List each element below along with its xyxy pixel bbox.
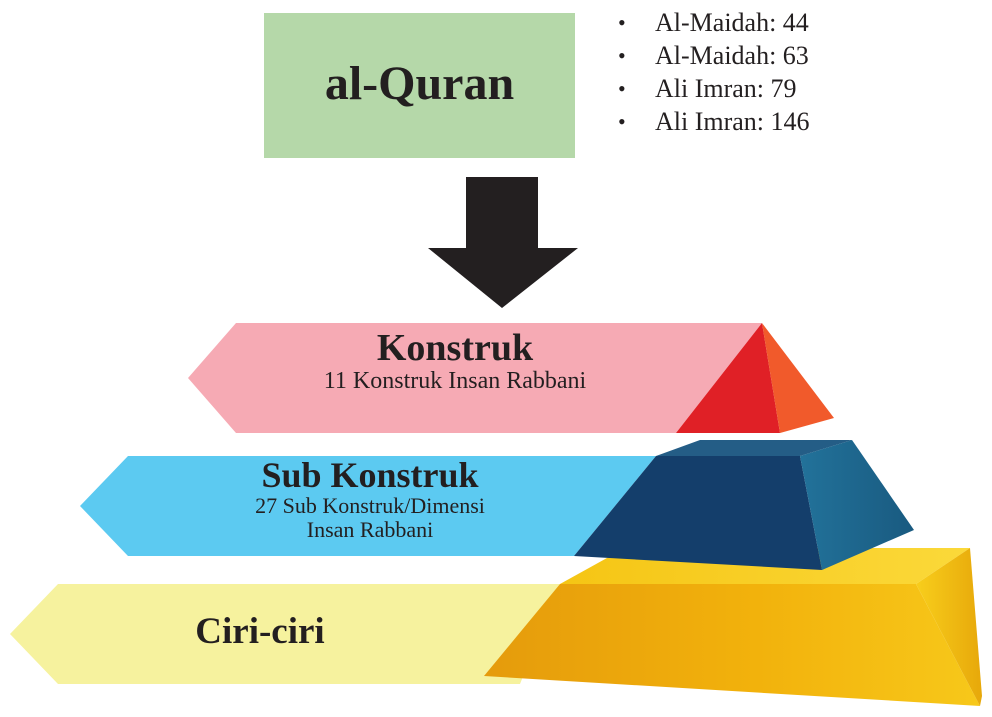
reference-item: • Al-Maidah: 44 xyxy=(610,6,810,39)
level1-pyramid-front xyxy=(676,323,780,433)
reference-item: • Al-Maidah: 63 xyxy=(610,39,810,72)
bullet-icon: • xyxy=(618,43,626,68)
level2-label: Sub Konstruk 27 Sub Konstruk/Dimensi Ins… xyxy=(130,456,610,542)
level2-block-top xyxy=(656,440,852,456)
down-arrow-icon xyxy=(428,177,578,308)
reference-text: Al-Maidah: 44 xyxy=(655,8,809,37)
level2-block-front xyxy=(574,456,822,570)
level3-title: Ciri-ciri xyxy=(195,611,325,652)
level1-pyramid-side xyxy=(762,323,834,433)
level1-band xyxy=(188,323,762,433)
level2-subtitle-line1: 27 Sub Konstruk/Dimensi xyxy=(255,493,485,518)
level3-band xyxy=(10,584,560,684)
level2-subtitle-line2: Insan Rabbani xyxy=(306,517,434,542)
level2-title: Sub Konstruk xyxy=(261,455,479,495)
reference-item: • Ali Imran: 146 xyxy=(610,105,810,138)
source-box: al-Quran xyxy=(264,13,575,158)
level2-band xyxy=(80,456,656,556)
level3-block-side xyxy=(916,548,982,706)
reference-item: • Ali Imran: 79 xyxy=(610,72,810,105)
level1-title: Konstruk xyxy=(376,327,534,369)
reference-list: • Al-Maidah: 44 • Al-Maidah: 63 • Ali Imran… xyxy=(610,6,810,138)
reference-text: Al-Maidah: 63 xyxy=(655,41,809,70)
level3-label: Ciri-ciri xyxy=(100,612,420,652)
source-title: al-Quran xyxy=(324,56,515,110)
reference-text: Ali Imran: 146 xyxy=(655,107,810,136)
bullet-icon: • xyxy=(618,76,626,101)
reference-text: Ali Imran: 79 xyxy=(655,74,797,103)
level1-subtitle: 11 Konstruk Insan Rabbani xyxy=(323,368,587,394)
level1-label: Konstruk 11 Konstruk Insan Rabbani xyxy=(200,328,710,394)
level2-block-side xyxy=(800,440,914,570)
bullet-icon: • xyxy=(618,109,626,134)
level3-block-front xyxy=(484,584,980,706)
bullet-icon: • xyxy=(618,10,626,35)
